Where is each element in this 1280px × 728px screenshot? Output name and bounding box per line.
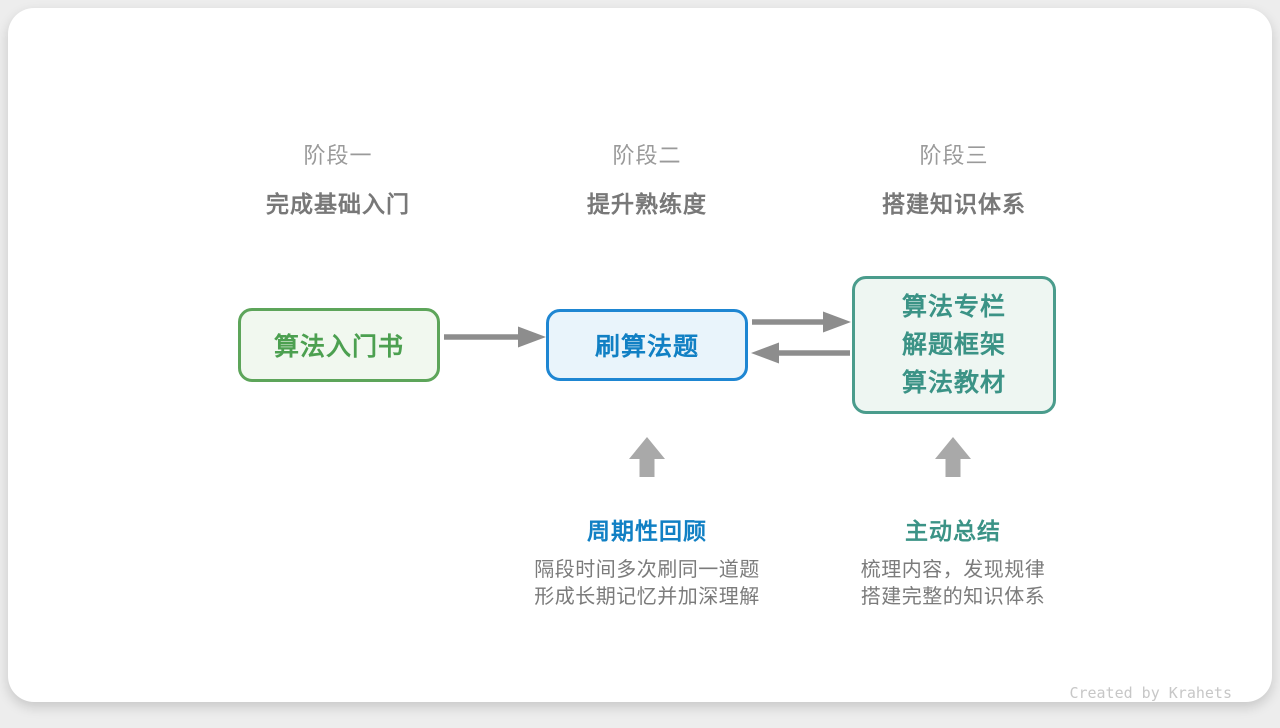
- annotation-summarize-desc: 梳理内容，发现规律 搭建完整的知识体系: [813, 557, 1093, 611]
- annotation-summarize-desc-line-1: 梳理内容，发现规律: [860, 559, 1046, 581]
- node-resources-line-2: 解题框架: [901, 331, 1006, 359]
- up-arrow-summarize: [935, 437, 971, 477]
- stage-1-label: 阶段一: [303, 143, 373, 168]
- annotation-summarize-desc-line-2: 搭建完整的知识体系: [860, 586, 1046, 608]
- arrow-practice-to-resources: [752, 311, 851, 333]
- stage-3-label: 阶段三: [919, 143, 989, 168]
- credit-text: Created by Krahets: [1069, 684, 1232, 702]
- node-intro-book-text: 算法入门书: [273, 333, 404, 361]
- node-resources-line-1: 算法专栏: [901, 293, 1006, 321]
- arrow-book-to-practice: [444, 326, 546, 348]
- node-practice: 刷算法题: [546, 309, 748, 381]
- up-arrow-review: [629, 437, 665, 477]
- annotation-review-desc-line-1: 隔段时间多次刷同一道题: [534, 559, 760, 581]
- annotation-review-desc: 隔段时间多次刷同一道题 形成长期记忆并加深理解: [507, 557, 787, 611]
- arrow-resources-to-practice: [751, 342, 850, 364]
- annotation-review-desc-line-2: 形成长期记忆并加深理解: [534, 586, 760, 608]
- stage-1-title: 完成基础入门: [266, 191, 410, 217]
- stage-2-title: 提升熟练度: [587, 191, 707, 217]
- annotation-summarize-title: 主动总结: [905, 518, 1001, 544]
- node-practice-text: 刷算法题: [594, 333, 699, 361]
- node-intro-book: 算法入门书: [238, 308, 440, 382]
- node-resources-line-3: 算法教材: [901, 369, 1006, 397]
- stage-3-title: 搭建知识体系: [882, 191, 1026, 217]
- node-resources: 算法专栏 解题框架 算法教材: [852, 276, 1056, 414]
- annotation-review-title: 周期性回顾: [587, 518, 707, 544]
- stage-2-label: 阶段二: [612, 143, 682, 168]
- diagram-card: 阶段一 完成基础入门 阶段二 提升熟练度 阶段三 搭建知识体系 算法入门书 刷算…: [8, 8, 1272, 702]
